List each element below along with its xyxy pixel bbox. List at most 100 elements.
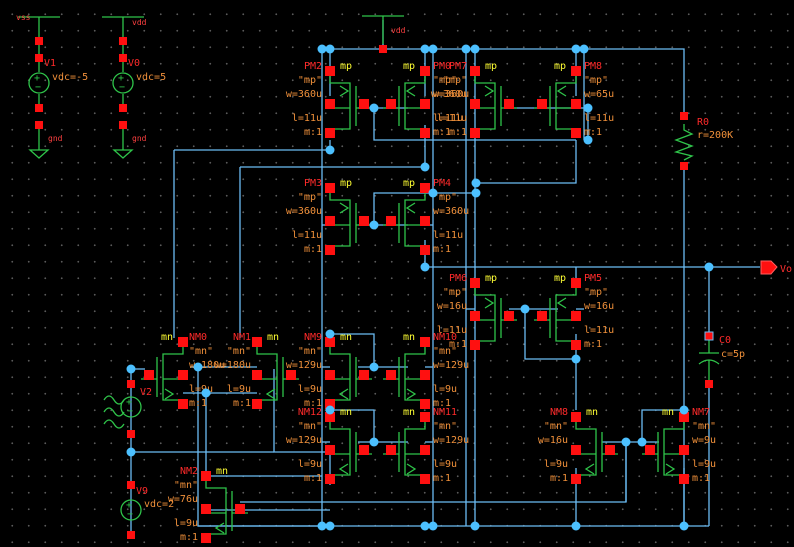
junction-dot <box>679 405 689 415</box>
junction-dot <box>571 354 581 364</box>
instance-name: NM9 <box>304 332 322 343</box>
multiplier-param: m:1 <box>304 473 322 484</box>
junction-dot <box>571 521 581 531</box>
multiplier-param: m:1 <box>233 398 251 409</box>
junction-dot <box>317 521 327 531</box>
instance-name: PM3 <box>304 178 322 189</box>
source-v1[interactable]: + − vss V1 vdc=-5 gnd <box>16 13 88 159</box>
svg-text:+: + <box>34 73 40 84</box>
junction-dot <box>325 145 335 155</box>
wire-vdd-rail[interactable] <box>322 48 685 116</box>
model-name: mn <box>403 332 415 343</box>
source-param: vdc=2 <box>144 499 174 510</box>
source-v9[interactable]: + − V9 vdc=2 <box>120 481 174 539</box>
source-v0[interactable]: + − vdd V0 vdc=5 gnd <box>102 16 166 159</box>
instance-name: NM12 <box>298 407 322 418</box>
instance-name: NM11 <box>433 407 457 418</box>
multiplier-param: m:1 <box>180 532 198 543</box>
length-param: l=11u <box>584 113 614 124</box>
svg-text:−: − <box>119 82 125 93</box>
width-param: w=76u <box>168 494 198 505</box>
model-name: mn <box>662 407 674 418</box>
multiplier-param: m:1 <box>433 473 451 484</box>
wire[interactable] <box>330 333 375 367</box>
width-param: w=65u <box>584 89 614 100</box>
junction-dot <box>369 362 379 372</box>
junction-dot <box>679 521 689 531</box>
model-param: "mn" <box>692 421 716 432</box>
wire[interactable] <box>373 192 476 225</box>
multiplier-param: m:1 <box>550 473 568 484</box>
resistor-r0[interactable]: R0 r=200K <box>673 112 733 170</box>
width-param: w=9u <box>692 435 716 446</box>
multiplier-param: m:1 <box>692 473 710 484</box>
length-param: l=9u <box>433 384 457 395</box>
width-param: w=16u <box>538 435 568 446</box>
junction-dot <box>369 103 379 113</box>
instance-name: NM10 <box>433 332 457 343</box>
model-name: mn <box>403 407 415 418</box>
svg-text:−: − <box>127 509 133 520</box>
junction-dot <box>420 262 430 272</box>
junction-dot <box>126 364 136 374</box>
model-name: mn <box>267 332 279 343</box>
wire[interactable] <box>330 409 375 442</box>
model-param: "mp" <box>443 287 467 298</box>
multiplier-param: m:1 <box>433 244 451 255</box>
source-v2[interactable]: + − V2 <box>103 380 152 438</box>
capacitor-c0[interactable]: C0 c=5p <box>698 331 745 388</box>
model-param: "mp" <box>298 75 322 86</box>
wire[interactable] <box>524 309 576 360</box>
length-param: l=9u <box>227 384 251 395</box>
multiplier-param: m:1 <box>304 244 322 255</box>
junction-dot <box>621 437 631 447</box>
instance-name: PM7 <box>449 61 467 72</box>
capacitor-value: c=5p <box>721 349 745 360</box>
wire[interactable] <box>641 409 684 442</box>
junction-dot <box>193 362 203 372</box>
output-pin-vo[interactable]: Vo <box>760 260 792 275</box>
wire[interactable] <box>476 140 577 184</box>
instance-name: PM6 <box>449 273 467 284</box>
length-param: l=11u <box>437 113 467 124</box>
instance-name: NM8 <box>550 407 568 418</box>
instance-name: NM0 <box>189 332 207 343</box>
instance-name: PM2 <box>304 61 322 72</box>
instance-name: PM4 <box>433 178 451 189</box>
wire[interactable] <box>273 369 331 485</box>
junction-dot <box>369 437 379 447</box>
model-name: mn <box>586 407 598 418</box>
width-param: w=360u <box>433 89 469 100</box>
model-name: mp <box>403 178 415 189</box>
junction-dot <box>325 521 335 531</box>
junction-dot <box>369 220 379 230</box>
wire[interactable] <box>373 108 576 141</box>
instance-name: PM0 <box>433 61 451 72</box>
width-param: w=360u <box>286 89 322 100</box>
instance-name: V0 <box>128 58 140 69</box>
instance-name: NM1 <box>233 332 251 343</box>
width-param: w=360u <box>286 206 322 217</box>
model-param: "mn" <box>174 480 198 491</box>
source-param: vdc=5 <box>136 72 166 83</box>
multiplier-param: m:1 <box>189 398 207 409</box>
